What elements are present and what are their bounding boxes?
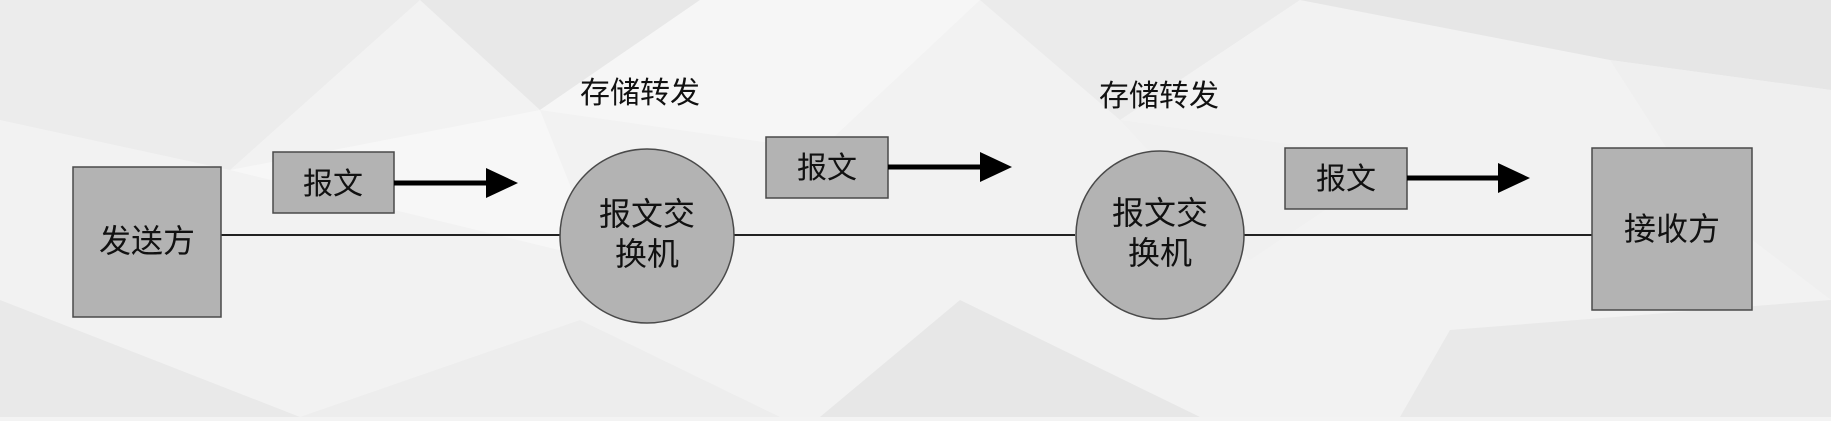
- switch-2-label-line1: 报文交: [1112, 194, 1208, 232]
- sender-node: 发送方: [72, 166, 222, 318]
- switch-1-node: 报文交 换机: [559, 148, 735, 324]
- receiver-label: 接收方: [1624, 210, 1720, 248]
- message-packet-2: 报文: [765, 136, 889, 199]
- switch-2-caption: 存储转发: [1099, 79, 1219, 114]
- switch-1-label-line2: 换机: [615, 235, 679, 273]
- message-packet-1: 报文: [272, 151, 395, 214]
- message-2-label: 报文: [797, 151, 857, 186]
- switch-1-label-line1: 报文交: [599, 195, 695, 233]
- arrow-right-icon: [888, 152, 1012, 182]
- message-packet-3: 报文: [1284, 147, 1408, 210]
- message-3-label: 报文: [1316, 162, 1376, 197]
- sender-label: 发送方: [99, 222, 195, 260]
- receiver-node: 接收方: [1591, 147, 1753, 311]
- switch-2-label-line2: 换机: [1128, 234, 1192, 272]
- switch-1-caption: 存储转发: [580, 76, 700, 111]
- arrow-right-icon: [394, 168, 518, 198]
- switch-2-node: 报文交 换机: [1075, 150, 1245, 320]
- message-1-label: 报文: [303, 167, 363, 202]
- arrow-right-icon: [1407, 163, 1530, 193]
